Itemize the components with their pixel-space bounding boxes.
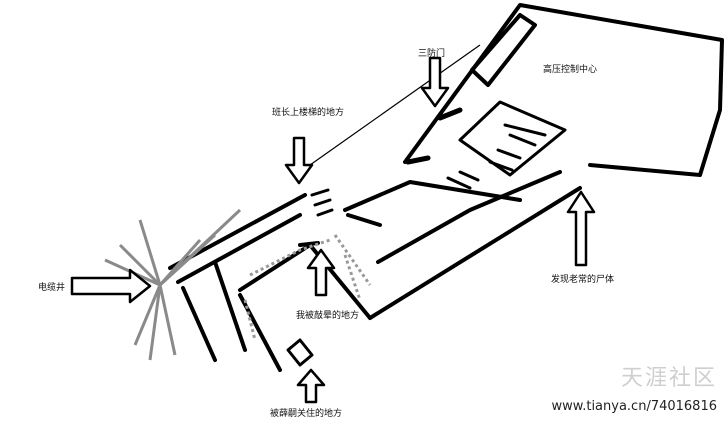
left-wall-1 — [181, 286, 217, 362]
arrow-cable-well — [70, 268, 152, 304]
corridor-upper-inner — [176, 213, 302, 284]
thin-connector — [309, 44, 481, 166]
roof-block — [470, 13, 537, 87]
fire-door-mark — [405, 107, 463, 165]
watermark-site: 天涯社区 — [620, 366, 717, 391]
corridor-mid — [343, 180, 522, 212]
label-fire-door: 三防门 — [418, 49, 446, 59]
left-wall-2 — [213, 260, 247, 352]
stub-1 — [346, 213, 382, 227]
hv-building-outline — [403, 3, 724, 177]
scribble-marks — [243, 234, 372, 341]
inner-block — [458, 100, 567, 177]
watermark-url: www.tianya.cn/74016816 — [551, 399, 717, 414]
arrows — [70, 56, 596, 404]
corridor-bottom — [368, 186, 582, 320]
stub-2 — [298, 241, 320, 247]
arrow-stairs — [284, 136, 314, 185]
arrow-fire-door — [420, 56, 450, 108]
stair-lines — [310, 188, 334, 217]
inner-hatch — [446, 123, 547, 190]
corridor-lower — [376, 170, 562, 264]
arrow-knocked-out — [306, 248, 336, 297]
label-cable-well: 电缆井 — [38, 283, 66, 293]
label-body-found: 发现老常的尸体 — [551, 275, 615, 285]
label-locked-up: 被薛嗣关住的地方 — [270, 409, 343, 419]
locked-room — [286, 338, 314, 367]
arrow-body — [566, 190, 596, 267]
arrow-locked-up — [296, 368, 326, 404]
label-hv-center: 高压控制中心 — [543, 65, 598, 75]
label-knocked-out: 我被敲晕的地方 — [296, 311, 360, 321]
label-stairs: 班长上楼梯的地方 — [272, 108, 345, 118]
cable-well-rays — [104, 208, 242, 361]
